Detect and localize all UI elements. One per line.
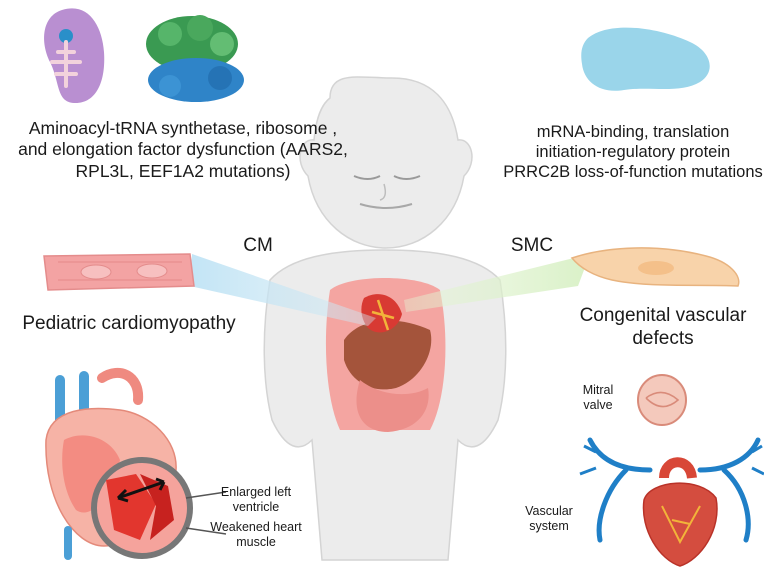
ribosome-icon bbox=[146, 15, 244, 102]
pediatric-cardiomyopathy-label: Pediatric cardiomyopathy bbox=[22, 313, 236, 334]
magnifier-icon bbox=[91, 457, 227, 559]
trna-synthetase-icon bbox=[44, 8, 105, 104]
vascular-system-label: Vascular system bbox=[525, 504, 573, 534]
cm-beam bbox=[190, 254, 376, 326]
prrc2b-protein-icon bbox=[581, 27, 710, 91]
enlarged-left-ventricle-label: Enlarged left ventricle bbox=[220, 485, 292, 515]
weakened-heart-muscle-label: Weakened heart muscle bbox=[210, 520, 302, 550]
mitral-valve-label: Mitral valve bbox=[582, 383, 614, 413]
dysfunction-label: Aminoacyl-tRNA synthetase, ribosome , an… bbox=[18, 118, 348, 181]
cardiomyocyte-icon bbox=[43, 253, 195, 291]
congenital-vascular-defects-label: Congenital vascular defects bbox=[579, 305, 747, 350]
smooth-muscle-cell-icon bbox=[570, 247, 740, 287]
smc-beam bbox=[404, 254, 590, 312]
cm-label: CM bbox=[243, 235, 273, 256]
smc-label: SMC bbox=[510, 235, 554, 256]
vascular-system-icon bbox=[579, 437, 764, 567]
mitral-valve-icon bbox=[637, 374, 687, 426]
prrc2b-label: mRNA-binding, translation initiation-reg… bbox=[503, 123, 763, 182]
